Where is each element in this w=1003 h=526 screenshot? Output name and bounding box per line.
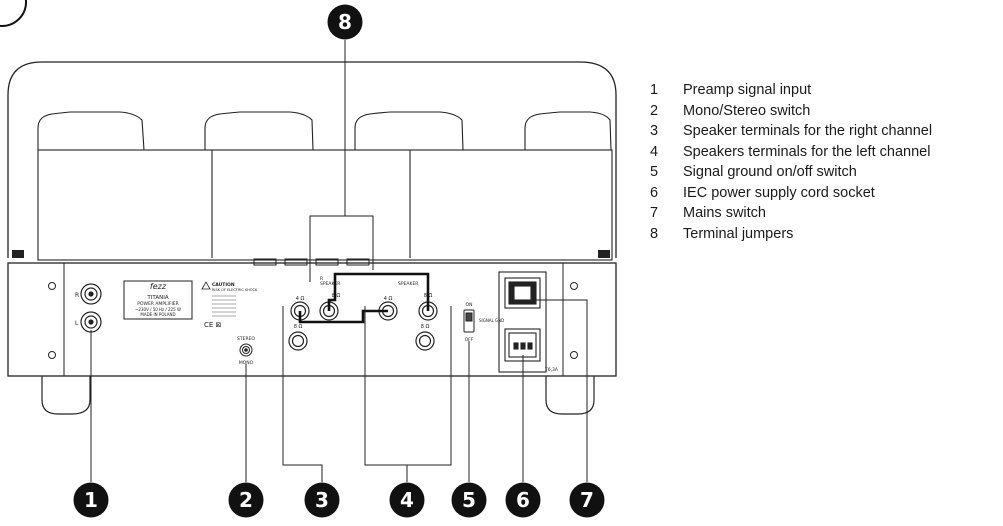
legend-item: 7 Mains switch [650,203,932,224]
callout-8-number: 8 [338,10,352,34]
legend-number: 7 [650,205,659,222]
caution-title: CAUTION [212,282,235,288]
legend-text: IEC power supply cord socket [683,184,875,201]
input-l-label: L [75,320,79,327]
legend-item: 1 Preamp signal input [650,80,932,101]
chassis-cover [7,61,617,258]
on-label: ON [466,302,473,308]
brand-logo: fezz [150,282,167,291]
transformer-tops [37,111,613,261]
legend-list: 1 Preamp signal input 2 Mono/Stereo switch… [650,80,932,244]
legend-text: Signal ground on/off switch [683,164,857,181]
rca-inputs [80,283,102,333]
legend-item: 8 Terminal jumpers [650,224,932,245]
legend-item: 5 Signal ground on/off switch [650,162,932,183]
power-spec: ~230V / 50 Hz / 225 W [135,307,181,312]
mono-label: MONO [239,360,254,366]
power-module [498,271,547,373]
callout-4-number: 4 [400,488,414,512]
stereo-mono-switch [239,343,253,357]
terminal-r-8ohm-lower: 8 Ω [294,324,303,330]
callout-1-number: 1 [84,488,98,512]
legend-text: Speaker terminals for the right channel [683,123,933,140]
legend-item: 4 Speakers terminals for the left channel [650,142,932,163]
callout-5: 5 [451,482,487,518]
terminal-r-4ohm: 4 Ω [296,296,305,302]
legend-number: 4 [650,143,659,160]
legend-text: Mains switch [683,205,766,222]
legend-number: 8 [650,225,659,242]
callout-3-number: 3 [315,488,329,512]
legend-item: 2 Mono/Stereo switch [650,101,932,122]
corner-badge-outline [0,0,27,27]
callout-8: 8 [327,4,363,40]
callout-7-number: 7 [580,488,594,512]
legend-item: 6 IEC power supply cord socket [650,183,932,204]
legend-text: Preamp signal input [683,82,812,99]
legend-text: Speakers terminals for the left channel [683,143,931,160]
callout-3: 3 [304,482,340,518]
legend-item: 3 Speaker terminals for the right channel [650,121,932,142]
callout-2-number: 2 [239,488,253,512]
legend-number: 2 [650,102,659,119]
signal-gnd-switch [463,309,475,333]
terminal-l-8ohm-lower: 8 Ω [421,324,430,330]
model-label-box [123,280,193,320]
speaker-l-label: SPEAKER [398,281,418,287]
caution-sub: RISK OF ELECTRIC SHOCK [212,288,258,292]
stereo-label: STEREO [237,336,255,342]
terminal-l-4ohm: 4 Ω [384,296,393,302]
feet [41,376,595,415]
rear-panel [7,262,617,377]
legend-text: Terminal jumpers [683,225,794,242]
callout-7: 7 [569,482,605,518]
legend-number: 6 [650,184,659,201]
callout-5-number: 5 [462,488,476,512]
ce-mark: CE ⊠ [204,321,221,329]
made-in: MADE IN POLAND [140,312,175,317]
speaker-r-label: SPEAKER [320,281,340,287]
callout-1: 1 [73,482,109,518]
panel-screws [48,282,578,359]
callout-4: 4 [389,482,425,518]
signal-gnd-label: SIGNAL GND [479,318,504,323]
model-sub: POWER AMPLIFIER [137,301,179,307]
off-label: OFF [465,337,474,343]
legend-number: 1 [650,82,659,99]
legend-number: 5 [650,164,659,181]
callout-2: 2 [228,482,264,518]
legend-number: 3 [650,123,659,140]
model-name: TITANIA [146,295,168,301]
terminal-jumpers [298,272,430,324]
side-latches [12,250,610,258]
callout-6-number: 6 [516,488,530,512]
caution-text-lines [212,295,236,317]
callout-6: 6 [505,482,541,518]
internal-connectors [253,258,370,266]
leader-lines [90,40,588,482]
input-r-label: R [75,292,79,299]
channel-r-label: R [320,276,323,282]
fuse-label: T6,3A [544,367,559,373]
warning-triangle-icon [201,281,211,290]
legend-text: Mono/Stereo switch [683,102,811,119]
